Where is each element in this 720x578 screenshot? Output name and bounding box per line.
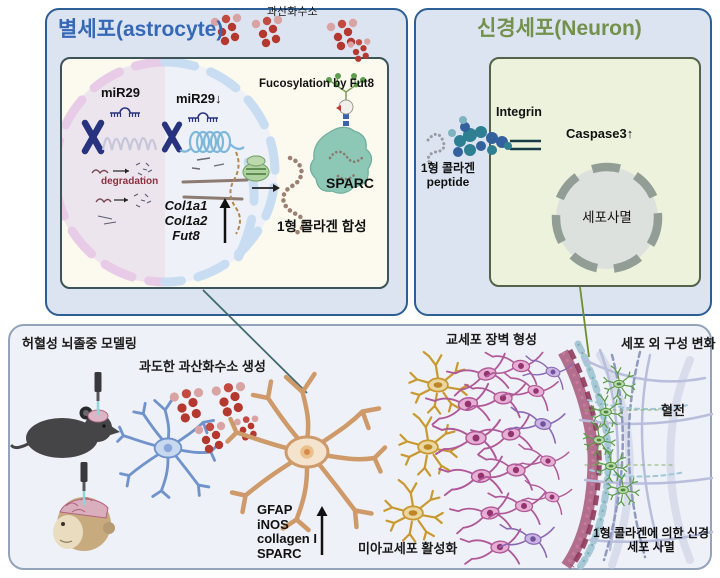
marker-sparc: SPARC (257, 545, 302, 561)
neuron-panel-title: 신경세포(Neuron) (477, 17, 642, 40)
integrin-label: Integrin (496, 105, 542, 119)
gene-list: Col1a1 Col1a2 Fut8 (152, 198, 220, 243)
gene-col1a2: Col1a2 (164, 213, 208, 228)
thrombus-label: 혈전 (661, 403, 685, 418)
h2o2-production-label: 과도한 과산화수소 생성 (139, 359, 266, 374)
sparc-label: SPARC (326, 175, 374, 191)
collagen-death-label: 1형 콜라겐에 의한 신경 세포 사멸 (592, 526, 710, 554)
apoptosis-label: 세포사멸 (582, 210, 632, 225)
mir29-left-label: miR29 (101, 85, 141, 100)
caspase-label: Caspase3↑ (566, 126, 634, 141)
h2o2-label: 과산화수소 (267, 6, 318, 18)
neuron-cell-box (489, 57, 701, 287)
glial-barrier-label: 교세포 장벽 형성 (446, 332, 537, 347)
astrocyte-panel-title: 별세포(astrocyte) (58, 18, 224, 41)
degradation-label: degradation (101, 176, 159, 187)
marker-gfap: GFAP (257, 502, 293, 517)
mir29-down-label: miR29↓ (176, 91, 222, 106)
marker-list: GFAP iNOS collagen I SPARC (257, 502, 317, 561)
ecm-change-label: 세포 외 구성 변화 (621, 336, 716, 351)
collagen-peptide-label: 1형 콜라겐 peptide (420, 161, 476, 189)
marker-inos: iNOS (257, 516, 289, 532)
marker-collagen1: collagen I (257, 531, 317, 546)
collagen-synthesis-label: 1형 콜라겐 합성 (277, 219, 367, 234)
gene-col1a1: Col1a1 (164, 198, 208, 213)
gene-fut8: Fut8 (172, 228, 200, 243)
stroke-modeling-label: 허혈성 뇌졸중 모델링 (22, 336, 137, 351)
microglia-activation-label: 미아교세포 활성화 (358, 541, 458, 556)
fucosylation-label: Fucosylation by Fut8 (259, 78, 375, 90)
